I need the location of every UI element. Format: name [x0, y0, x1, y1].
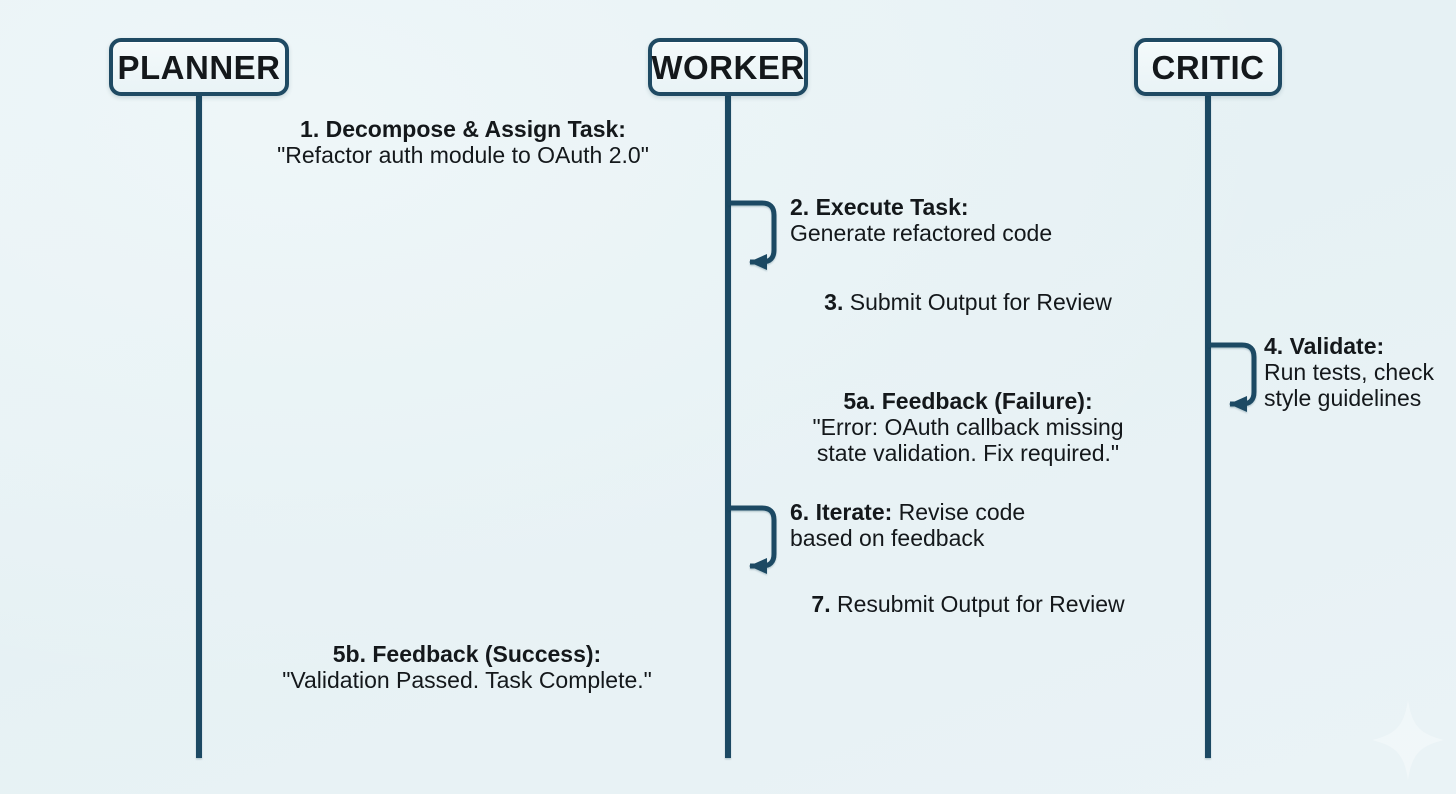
- message-label-6: 6. Iterate: Revise code based on feedbac…: [790, 499, 1026, 552]
- message-3-text: Submit Output for Review: [849, 289, 1112, 315]
- message-4-line-1: 4. Validate:: [1264, 333, 1385, 359]
- message-1-line-1: 1. Decompose & Assign Task:: [300, 116, 626, 142]
- message-label-1: 1. Decompose & Assign Task: "Refactor au…: [277, 116, 649, 169]
- message-6-line-1: 6. Iterate: Revise code: [790, 499, 1026, 526]
- actor-box-critic[interactable]: CRITIC: [1134, 38, 1282, 96]
- message-selfloop-2: [728, 200, 777, 270]
- message-selfloop-4: [1208, 342, 1257, 412]
- message-label-5b: 5b. Feedback (Success): "Validation Pass…: [282, 641, 652, 694]
- actor-box-planner[interactable]: PLANNER: [109, 38, 289, 96]
- message-7-text: Resubmit Output for Review: [836, 591, 1125, 617]
- message-5b-line-2: "Validation Passed. Task Complete.": [282, 666, 652, 693]
- message-label-4: 4. Validate: Run tests, check style guid…: [1264, 333, 1435, 411]
- message-4-line-2: Run tests, check: [1264, 358, 1435, 385]
- actor-box-worker[interactable]: WORKER: [648, 38, 808, 96]
- message-6-line-2: based on feedback: [790, 524, 985, 551]
- message-label-5a: 5a. Feedback (Failure): "Error: OAuth ca…: [812, 388, 1124, 466]
- sparkle-watermark-icon: [1372, 700, 1444, 780]
- message-1-line-2: "Refactor auth module to OAuth 2.0": [277, 141, 649, 168]
- message-4-line-3: style guidelines: [1264, 384, 1422, 411]
- message-label-7: 7. Resubmit Output for Review: [811, 591, 1125, 618]
- message-6-rest: Revise code: [898, 499, 1026, 525]
- actor-label-critic: CRITIC: [1151, 48, 1265, 86]
- message-5a-line-2: "Error: OAuth callback missing: [812, 413, 1124, 440]
- message-3-line-1: 3. Submit Output for Review: [824, 289, 1112, 316]
- message-7-number: 7.: [811, 591, 831, 617]
- message-5b-line-1: 5b. Feedback (Success):: [332, 641, 602, 667]
- actor-label-planner: PLANNER: [117, 48, 281, 86]
- message-2-line-1: 2. Execute Task:: [790, 194, 969, 220]
- message-5a-line-1: 5a. Feedback (Failure):: [843, 388, 1093, 414]
- message-7-line-1: 7. Resubmit Output for Review: [811, 591, 1125, 618]
- message-2-line-2: Generate refactored code: [790, 219, 1053, 246]
- actor-label-worker: WORKER: [651, 48, 805, 86]
- message-3-number: 3.: [824, 289, 844, 315]
- message-label-3: 3. Submit Output for Review: [824, 289, 1112, 316]
- message-5a-line-3: state validation. Fix required.": [816, 439, 1120, 466]
- message-label-2: 2. Execute Task: Generate refactored cod…: [790, 194, 1053, 247]
- message-selfloop-6: [728, 505, 777, 574]
- message-6-prefix: 6. Iterate:: [790, 499, 893, 525]
